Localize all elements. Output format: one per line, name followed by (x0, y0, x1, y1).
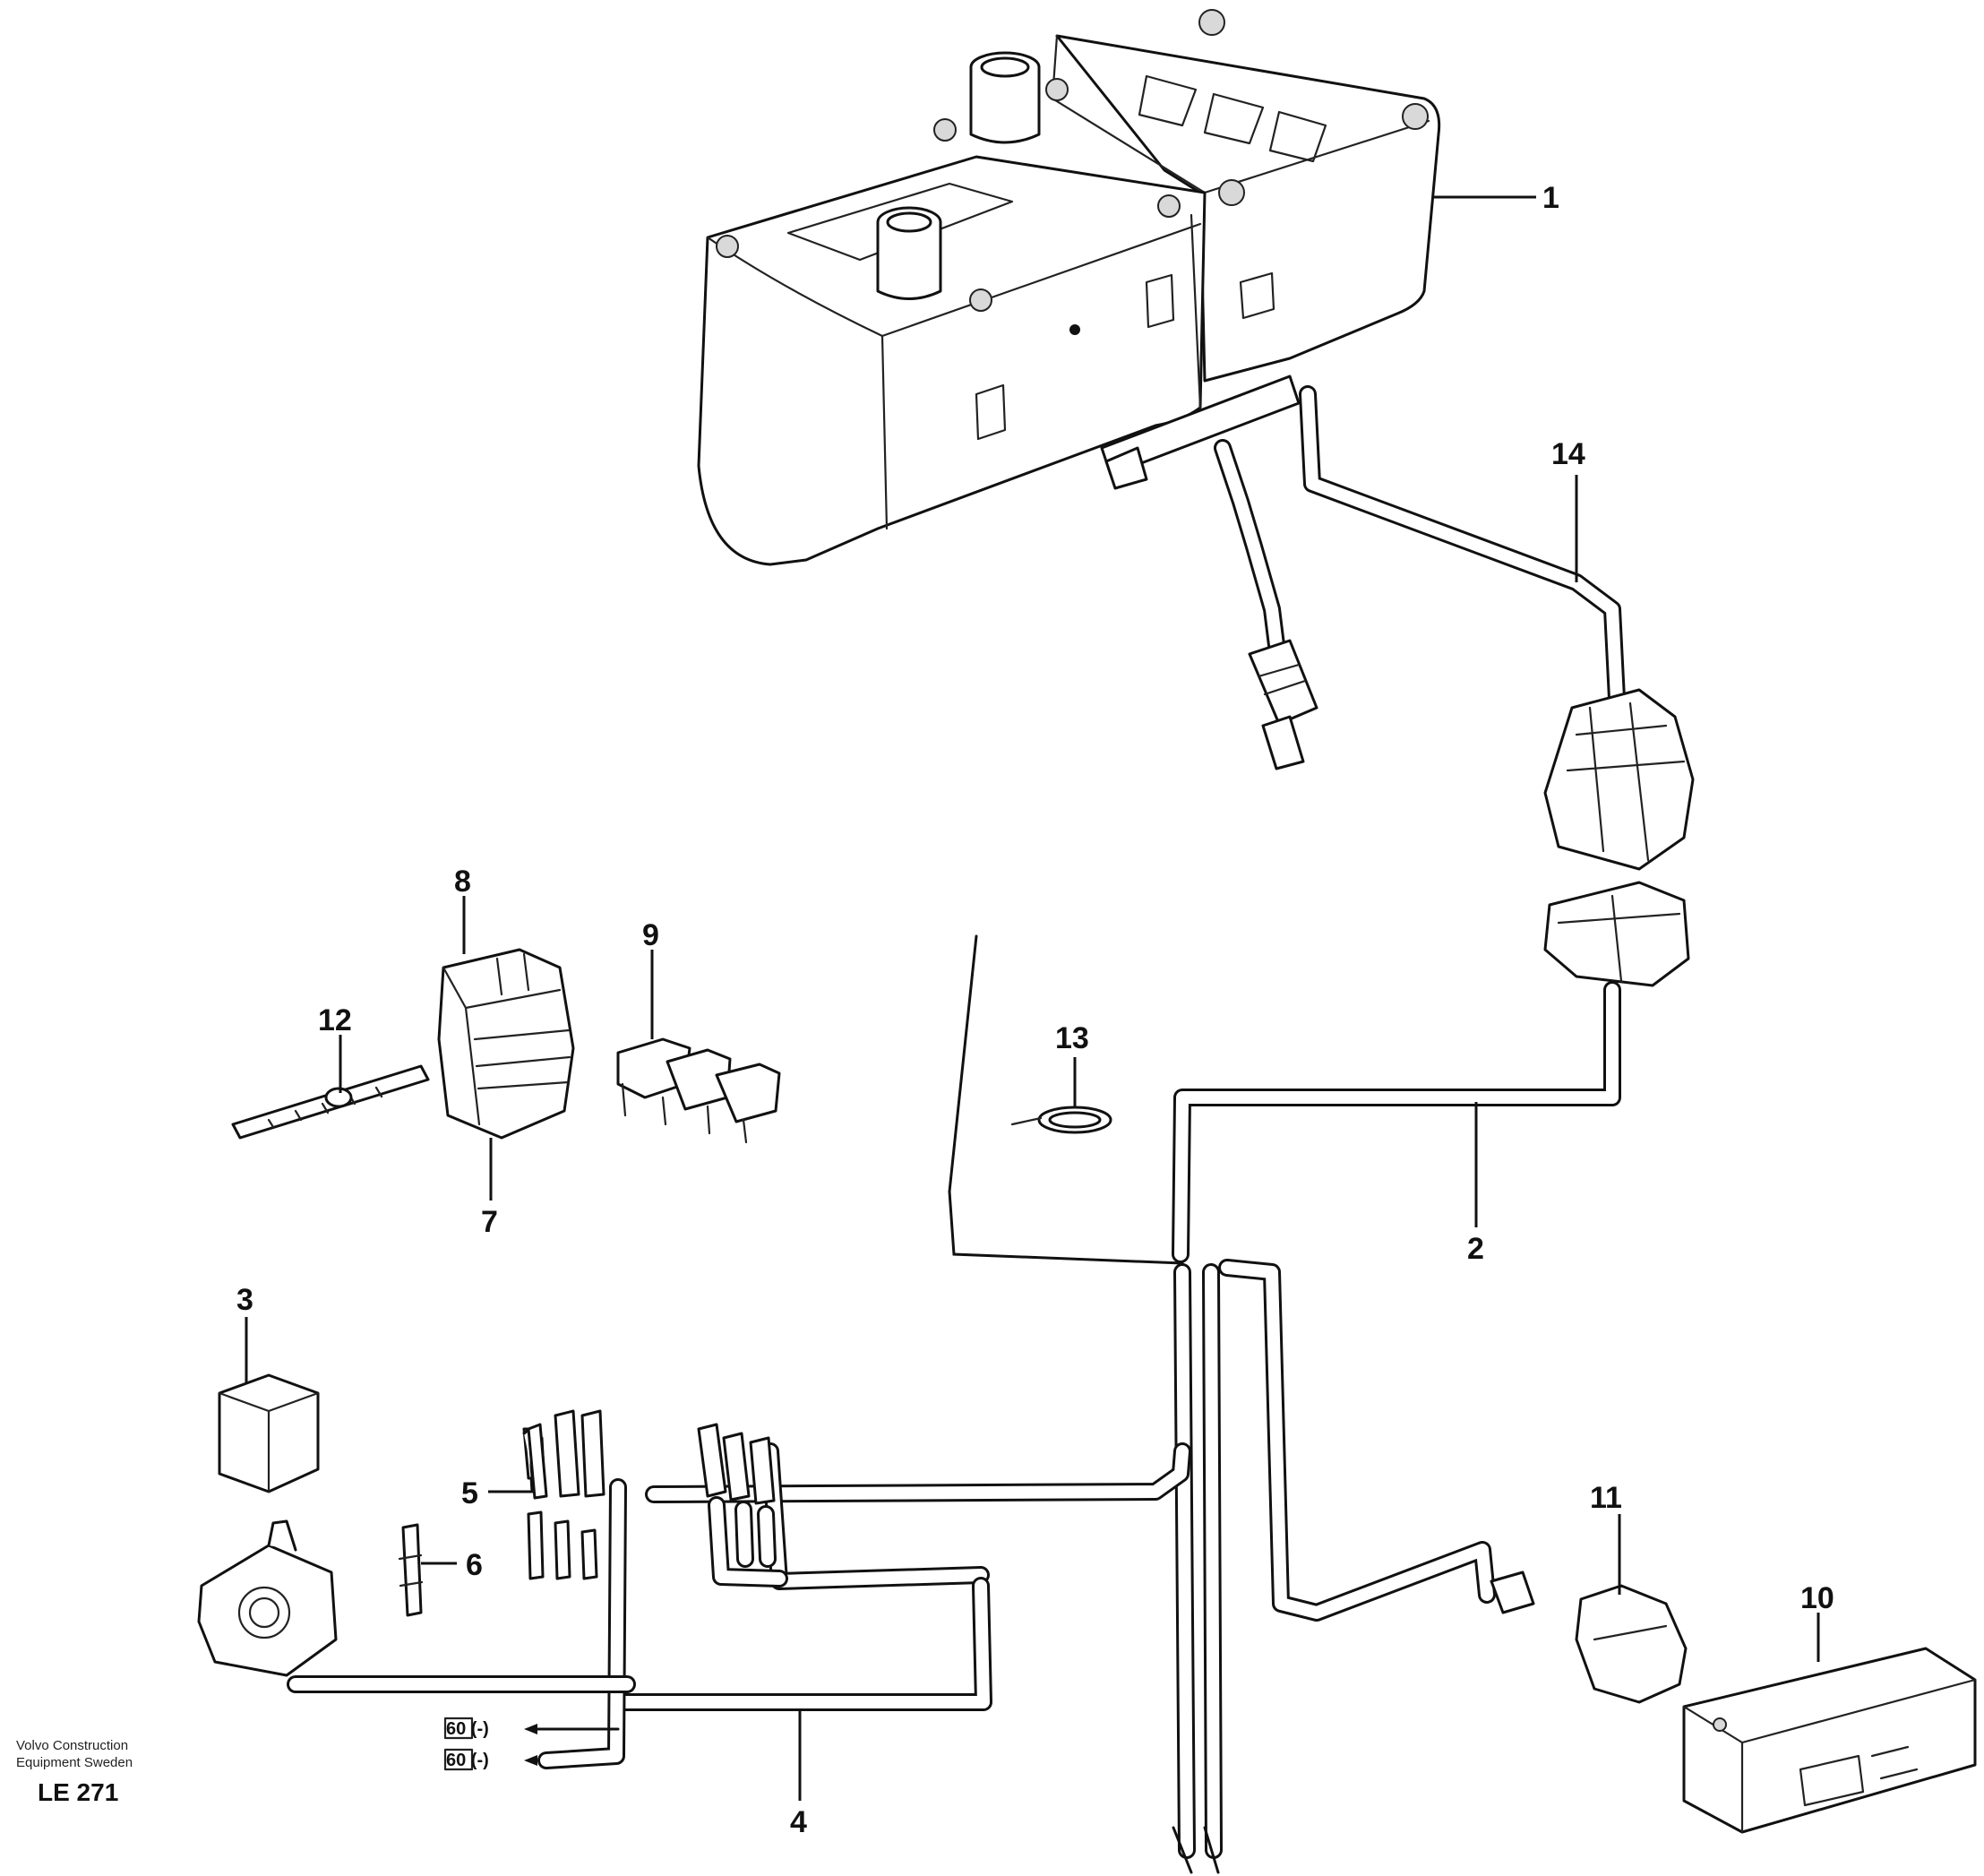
callout-10: 10 (1800, 1581, 1834, 1615)
figure-code: LE 271 (38, 1778, 118, 1806)
footer-line-2: Equipment Sweden (16, 1755, 133, 1770)
heater-unit (697, 9, 1441, 566)
clamp-13 (1010, 1106, 1112, 1134)
wire-tag-upper: 60 (-) (446, 1719, 489, 1739)
callout-11: 11 (1590, 1481, 1622, 1515)
figure-footer: Volvo Construction Equipment Sweden LE 2… (16, 1738, 133, 1806)
harness-2 (948, 934, 1621, 1265)
leader-lines (245, 195, 1820, 1801)
terminal-pins (522, 1409, 788, 1588)
wire-tag-lower: 60 (-) (446, 1751, 489, 1770)
footer-line-1: Volvo Construction (16, 1738, 128, 1753)
mating-connector (1543, 881, 1690, 987)
callout-5: 5 (461, 1476, 478, 1510)
callout-7: 7 (481, 1205, 498, 1239)
wire-end-tags: 60 (-) 60 (-) (446, 1719, 489, 1770)
callout-4: 4 (790, 1805, 807, 1839)
callout-3: 3 (236, 1283, 253, 1317)
control-box-10 (1682, 1647, 1977, 1834)
callout-2: 2 (1467, 1232, 1484, 1266)
plug-11 (1575, 1584, 1688, 1704)
fuse-holders-9 (616, 1037, 781, 1144)
callout-13: 13 (1055, 1021, 1089, 1055)
harness-trunk (1172, 1259, 1535, 1874)
callout-8: 8 (454, 865, 471, 899)
callout-6: 6 (466, 1548, 483, 1582)
callout-9: 9 (642, 918, 659, 952)
heater-pigtail (1214, 439, 1318, 770)
round-connector (197, 1519, 338, 1677)
single-pin-6 (398, 1523, 424, 1617)
relay-block (231, 948, 575, 1140)
relay-cube-3 (218, 1373, 320, 1493)
callout-12: 12 (318, 1003, 352, 1037)
callout-1: 1 (1542, 181, 1559, 215)
harness-14 (1299, 385, 1695, 871)
callout-numbers: 1 14 2 13 8 7 9 12 3 5 6 4 11 10 (236, 181, 1834, 1839)
callout-14: 14 (1551, 437, 1585, 471)
